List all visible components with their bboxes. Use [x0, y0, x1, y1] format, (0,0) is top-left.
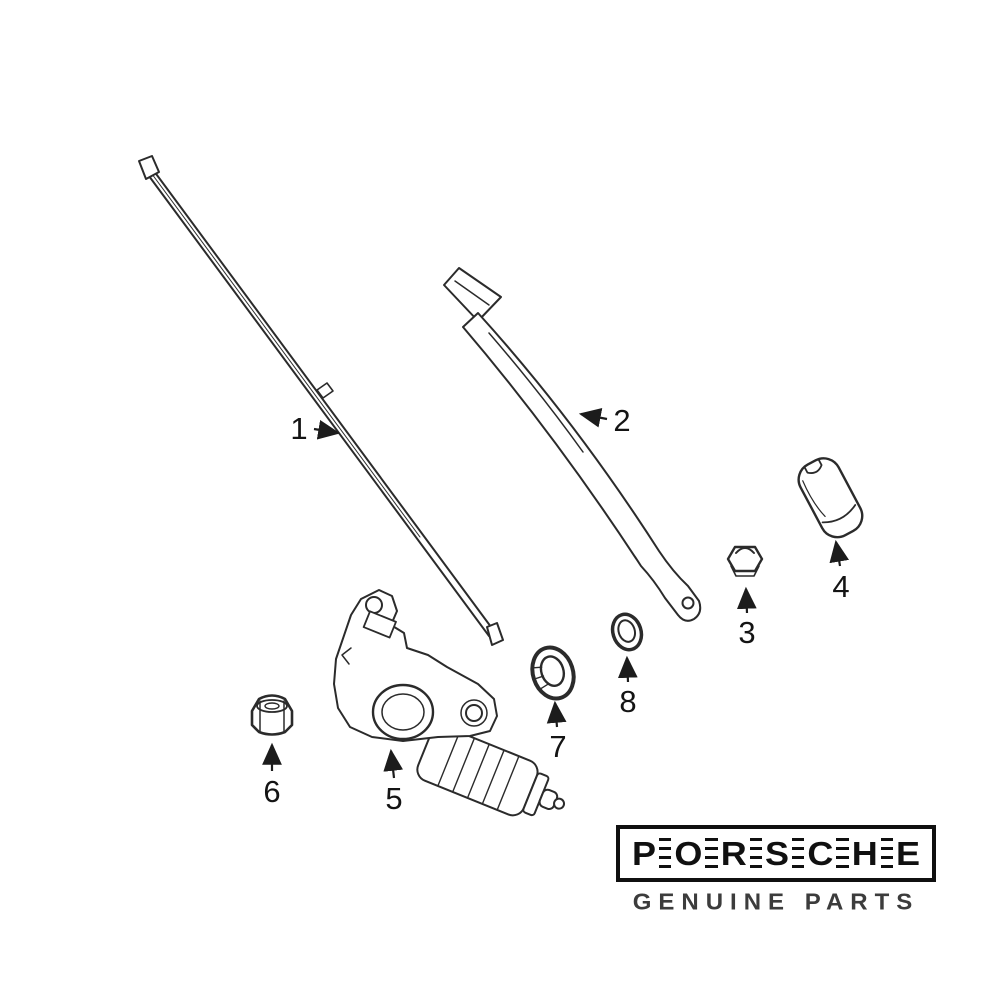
- part-label-5: 5: [385, 781, 402, 816]
- part-label-1: 1: [290, 411, 307, 446]
- part-seal-ring: [610, 612, 644, 652]
- wordmark-letter: C: [807, 834, 834, 872]
- arrow-to-part-1: [313, 419, 341, 440]
- arrow-to-part-4: [829, 539, 850, 567]
- part-nut-large: [250, 694, 294, 736]
- wordmark-letter: E: [896, 834, 921, 872]
- wordmark-letter: P: [632, 834, 657, 872]
- part-label-7: 7: [549, 729, 566, 764]
- part-wiper-blade: [138, 155, 504, 646]
- wordmark-letter: R: [720, 834, 747, 872]
- arrow-to-part-5: [383, 748, 404, 779]
- wordmark-letter: H: [851, 834, 878, 872]
- porsche-wordmark-box: P O R S C H E: [616, 825, 936, 882]
- part-nut-small: [726, 545, 764, 577]
- part-label-3: 3: [738, 615, 755, 650]
- arrow-to-part-3: [736, 586, 757, 614]
- arrow-to-part-7: [546, 700, 567, 728]
- wordmark-letter: S: [765, 834, 790, 872]
- part-wiper-arm: [443, 267, 702, 622]
- part-cap-cover: [797, 457, 864, 539]
- wordmark-stripes: [880, 838, 894, 869]
- part-label-8: 8: [619, 684, 636, 719]
- wordmark-stripes: [659, 838, 672, 869]
- genuine-parts-subtitle: GENUINE PARTS: [632, 889, 920, 916]
- porsche-genuine-parts-logo: P O R S C H E GENUINE PARTS: [616, 825, 936, 917]
- wordmark-stripes: [836, 838, 849, 869]
- part-label-6: 6: [263, 774, 280, 809]
- wordmark-stripes: [749, 838, 763, 869]
- arrow-to-part-2: [578, 408, 608, 428]
- wordmark-letter: O: [674, 834, 703, 872]
- arrow-to-part-8: [617, 655, 638, 683]
- part-wiper-motor: [333, 589, 566, 817]
- part-label-2: 2: [613, 403, 630, 438]
- part-label-4: 4: [832, 569, 849, 604]
- wordmark-stripes: [705, 838, 718, 869]
- part-grommet: [530, 645, 576, 701]
- leader-arrows: [262, 408, 850, 779]
- wordmark-stripes: [792, 838, 805, 869]
